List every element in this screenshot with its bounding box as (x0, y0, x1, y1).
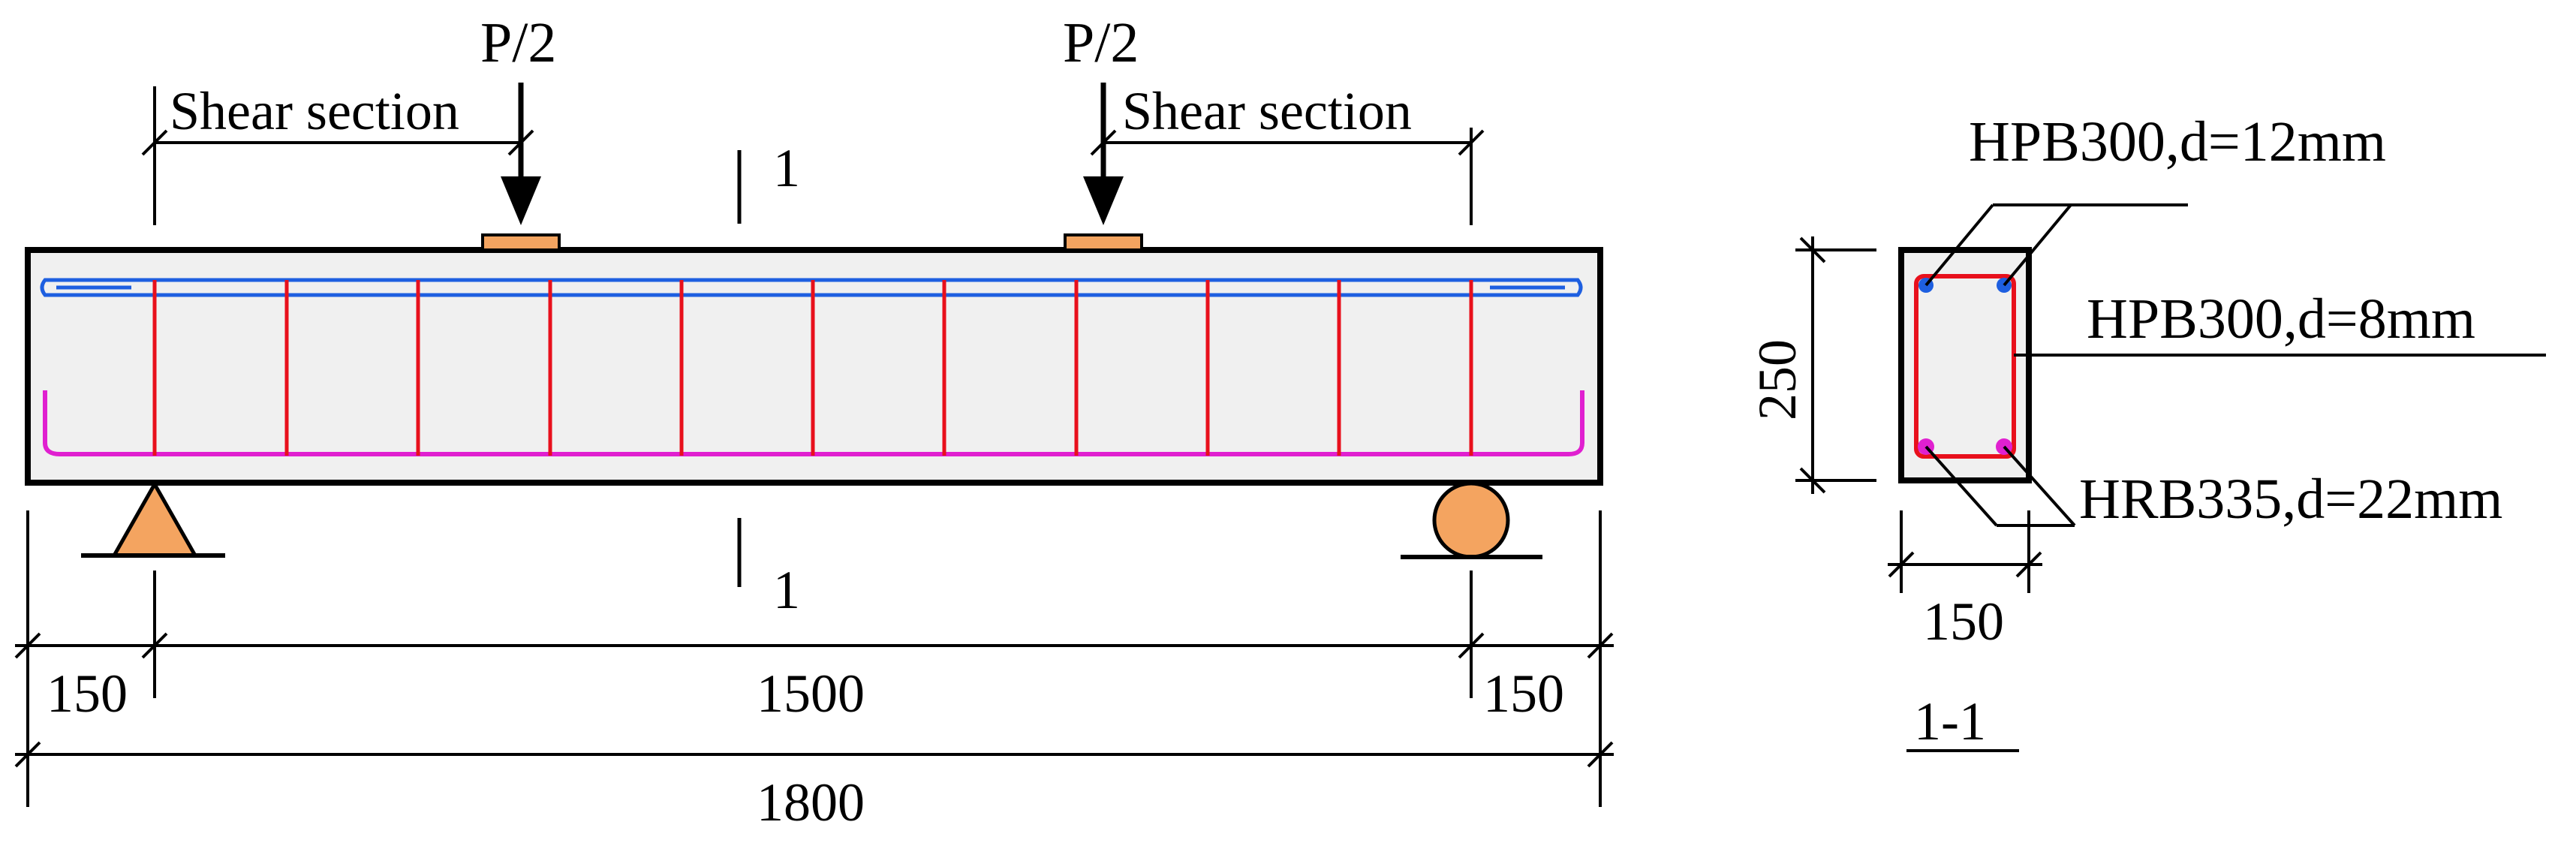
leader-lines (1924, 203, 2546, 527)
section-mark-bottom: 1 (773, 560, 800, 620)
roller-support (1401, 481, 1542, 559)
section-height-dim (1795, 236, 1876, 494)
load-arrow-right (1083, 83, 1124, 225)
dim-total-length: 1800 (757, 772, 865, 832)
cross-section: HPB300,d=12mm HPB300,d=8mm HRB335,d=22mm… (1747, 110, 2546, 752)
dim-span: 1500 (757, 664, 865, 724)
load-label-left: P/2 (480, 11, 556, 74)
pin-support (81, 480, 225, 558)
section-width-label: 150 (1923, 592, 2004, 652)
section-title: 1-1 (1914, 691, 1986, 751)
shear-section-label-left: Shear section (170, 81, 459, 141)
load-arrow-left (501, 83, 541, 225)
top-longitudinal-bar (40, 278, 1583, 297)
label-stirrups: HPB300,d=8mm (2087, 288, 2475, 351)
section-height-label: 250 (1747, 339, 1807, 420)
beam-elevation: P/2 P/2 Shear section Shear section 1 1 (14, 11, 1614, 832)
section-stirrup (1914, 274, 2016, 459)
load-label-right: P/2 (1063, 11, 1139, 74)
shear-section-left-dim (141, 86, 534, 225)
section-mark-top: 1 (773, 138, 800, 198)
dimension-lines (14, 510, 1614, 807)
label-bottom-bars: HRB335,d=22mm (2079, 468, 2502, 531)
label-top-bars: HPB300,d=12mm (1969, 110, 2386, 173)
stirrups (152, 280, 1473, 456)
shear-section-label-right: Shear section (1122, 81, 1412, 141)
dim-left-overhang: 150 (47, 664, 128, 724)
load-plate-left (481, 233, 561, 251)
load-plate-right (1064, 233, 1143, 251)
section-width-dim (1888, 510, 2042, 593)
dim-right-overhang: 150 (1483, 664, 1564, 724)
shear-section-right-dim (1090, 128, 1485, 225)
